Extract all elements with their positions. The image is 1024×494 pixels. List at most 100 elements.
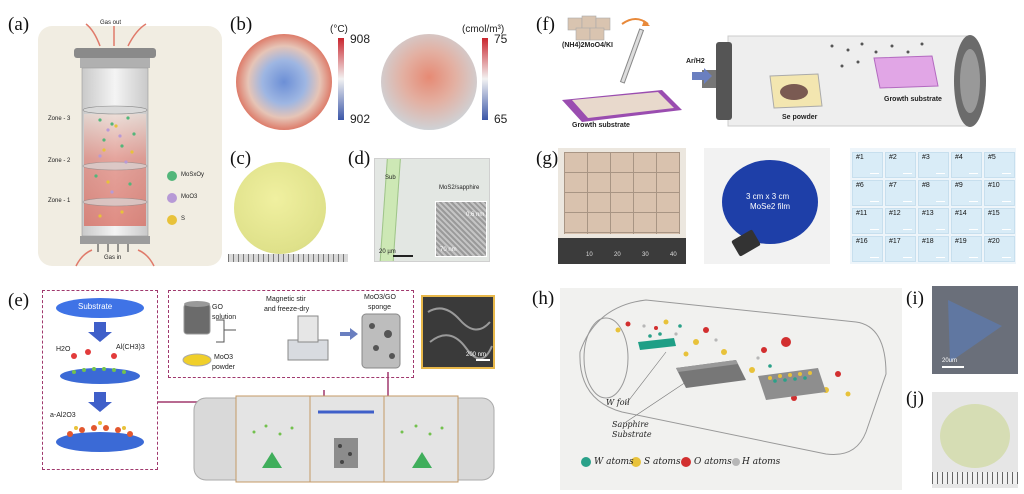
sample-scale-bar: [936, 201, 945, 202]
ruler-tick-30: 30: [642, 252, 649, 258]
film-edge: [378, 159, 402, 261]
film-text-2: MoSe2 film: [750, 202, 791, 211]
panel-c: (c): [228, 148, 348, 266]
wafer-film-photo: 3 cm x 3 cm MoSe2 film: [704, 148, 830, 264]
sample-cell: #16: [852, 236, 883, 262]
sample-scale-bar: [1002, 229, 1011, 230]
sample-scale-bar: [1002, 201, 1011, 202]
sem-scale-label: 200 nm: [466, 352, 487, 358]
sponge-prep-illustration: [158, 295, 495, 483]
scale-label-i: 20um: [942, 358, 958, 364]
temperature-map: [236, 34, 332, 130]
panel-h: (h) W foil Sapphire Substrate W atoms S …: [526, 282, 904, 492]
scale-bar-i: [942, 366, 964, 368]
wafer-photo: [234, 162, 326, 254]
sponge-label: sponge: [368, 304, 391, 311]
film-text-1: 3 cm x 3 cm: [746, 192, 790, 201]
precursor-label: (NH4)2MoO4/KI: [562, 42, 613, 49]
growth-substrate-label-1: Growth substrate: [572, 122, 630, 129]
triangle-flake: [948, 300, 1002, 362]
sample-scale-bar: [936, 229, 945, 230]
sample-cell: #18: [918, 236, 949, 262]
temp-min: 902: [350, 112, 371, 126]
sample-scale-bar: [969, 229, 978, 230]
conc-unit: (cmol/m³): [462, 24, 505, 35]
moo3-label: MoO3: [214, 354, 234, 361]
ald-process-box: [42, 290, 158, 470]
optical-image: Sub MoS2/sapphire 0.6 nm 70 nm 20 µm: [374, 158, 490, 262]
legend-h-atoms: H atoms: [742, 457, 781, 467]
sample-cell: #8: [918, 180, 949, 206]
sample-cell: #12: [885, 208, 916, 234]
sample-scale-bar: [903, 257, 912, 258]
sample-scale-bar: [870, 173, 879, 174]
sample-scale-bar: [969, 201, 978, 202]
legend-s: S: [181, 216, 186, 222]
sample-scale-bar: [870, 257, 879, 258]
sample-scale-bar: [1002, 173, 1011, 174]
zone-2-label: Zone - 2: [48, 158, 71, 164]
sample-cell-label: #11: [856, 210, 868, 217]
se-powder-label: Se powder: [782, 114, 818, 121]
concentration-colorbar: [482, 38, 488, 120]
panel-label-d: (d): [348, 148, 371, 169]
mos2-sapphire-label: MoS2/sapphire: [439, 185, 480, 191]
substrate-label: Substrate: [78, 302, 113, 311]
sample-cell: #2: [885, 152, 916, 178]
cvd-tube-illustration: [579, 299, 887, 467]
sample-scale-bar: [903, 201, 912, 202]
sample-cell: #5: [984, 152, 1015, 178]
panel-b: (b) (°C) 908 902 (cmol/m³) 75 65: [228, 6, 528, 142]
sample-cell-label: #2: [889, 154, 897, 161]
trimethylaluminum-label: Al(CH3)3: [116, 344, 145, 351]
sample-cell-label: #20: [988, 238, 1000, 245]
sample-cell: #10: [984, 180, 1015, 206]
a-al2o3-label: a-Al2O3: [50, 412, 76, 419]
sample-cell-label: #16: [856, 238, 868, 245]
moo3-powder-label: powder: [212, 364, 235, 371]
sample-scale-bar: [969, 257, 978, 258]
cvd-drawing-bg: [560, 288, 902, 490]
solution-cvd-illustration: [562, 15, 986, 127]
sample-cell: #17: [885, 236, 916, 262]
sample-scale-bar: [903, 229, 912, 230]
ruler-tick-20: 20: [614, 252, 621, 258]
sample-cell: #13: [918, 208, 949, 234]
sample-cell: #14: [951, 208, 982, 234]
sample-cell-label: #13: [922, 210, 934, 217]
legend-w-atoms: W atoms: [594, 457, 634, 467]
sample-cell-label: #19: [955, 238, 967, 245]
conc-min: 65: [494, 112, 508, 126]
temp-max: 908: [350, 32, 371, 46]
sample-scale-bar: [870, 201, 879, 202]
moo3-go-label: MoO3/GO: [364, 294, 396, 301]
sample-cell-label: #1: [856, 154, 864, 161]
sample-cell-label: #14: [955, 210, 967, 217]
zone-3-label: Zone - 3: [48, 116, 71, 122]
panel-a: (a): [4, 6, 226, 268]
sample-cell: #20: [984, 236, 1015, 262]
sample-cell-label: #7: [889, 182, 897, 189]
sample-cell-label: #8: [922, 182, 930, 189]
ruler: [228, 254, 348, 262]
sample-cell-label: #15: [988, 210, 1000, 217]
film-square: [564, 152, 680, 234]
wafer-photo-j: [932, 392, 1018, 488]
blue-wafer: [722, 160, 818, 244]
ruler-g: [558, 238, 686, 264]
sample-cell: #7: [885, 180, 916, 206]
temperature-colorbar: [338, 38, 344, 120]
sample-cell-label: #6: [856, 182, 864, 189]
temp-unit: (°C): [330, 24, 348, 35]
ruler-tick-10: 10: [586, 252, 593, 258]
panel-label-a: (a): [8, 14, 30, 35]
growth-substrate-label-2: Growth substrate: [884, 96, 942, 103]
go-solution-label: solution: [212, 314, 237, 321]
concentration-map: [381, 34, 477, 130]
sample-cell-label: #17: [889, 238, 901, 245]
scale-bar-d: [393, 255, 413, 257]
sub-label: Sub: [385, 175, 396, 181]
ar-h2-label: Ar/H2: [686, 58, 705, 65]
sample-cell-label: #10: [988, 182, 1000, 189]
temperature-concentration-maps: [236, 34, 488, 130]
